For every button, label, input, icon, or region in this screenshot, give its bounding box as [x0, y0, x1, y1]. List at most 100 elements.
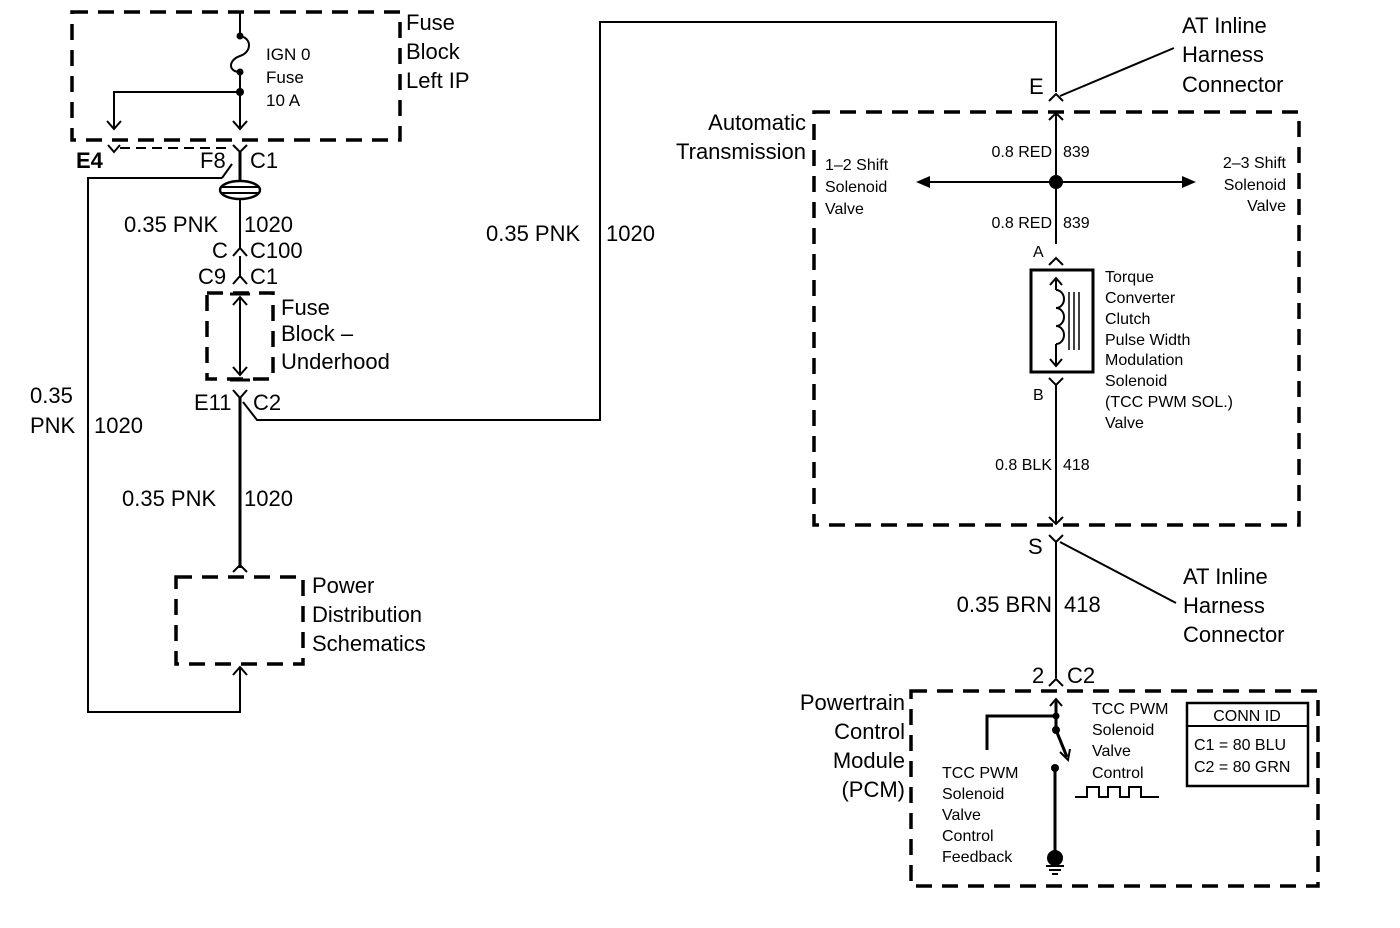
- ground-icon: [1046, 850, 1064, 875]
- connector-a-icon: [1048, 256, 1064, 266]
- wire-top-run-circuit: 1020: [606, 221, 655, 246]
- fuse-block-left-ip-label-2: Block: [406, 39, 461, 64]
- wire-mid-down-gauge: 0.35 PNK: [122, 486, 216, 511]
- pcm-control-label-4: Control: [1092, 765, 1144, 782]
- arrow-down-icon: [1048, 516, 1064, 526]
- ign0-fuse-label-1: IGN 0: [266, 45, 310, 64]
- tcc-solenoid-label-6: Solenoid: [1105, 373, 1167, 390]
- arrow-up-icon: [1049, 697, 1063, 707]
- at-inline-bottom-label-1: AT Inline: [1183, 564, 1268, 589]
- shift-solenoid-23-label-1: 2–3 Shift: [1223, 155, 1287, 172]
- splice-icon: [218, 179, 262, 201]
- at-inline-connector-bottom: S AT Inline Harness Connector 0.35 BRN 4…: [957, 534, 1285, 688]
- connector-c2-mid: E11 C2: [194, 21, 1057, 568]
- connector-s-label: S: [1028, 534, 1043, 559]
- conn-id-row-1: C1 = 80 BLU: [1194, 737, 1286, 754]
- arrow-up-icon: [232, 665, 248, 676]
- automatic-transmission: Automatic Transmission 0.8 RED 839 0.8 R…: [676, 110, 1301, 527]
- at-inline-top-label-1: AT Inline: [1182, 13, 1267, 38]
- conn-id-table: CONN ID C1 = 80 BLU C2 = 80 GRN: [1185, 701, 1310, 788]
- wire-mid-down-circuit: 1020: [244, 486, 293, 511]
- at-inline-connector-top: E AT Inline Harness Connector: [1029, 13, 1284, 102]
- pcm-feedback-label-5: Feedback: [942, 849, 1013, 866]
- connector-c2-pcm-icon: [1048, 677, 1064, 687]
- tcc-solenoid-label-3: Clutch: [1105, 311, 1150, 328]
- pcm-control-label-3: Valve: [1092, 743, 1131, 760]
- wire-brn-gauge: 0.35 BRN: [957, 592, 1052, 617]
- arrow-up-icon: [232, 563, 248, 573]
- wire-left-top-gauge: 0.35 PNK: [124, 212, 218, 237]
- fuse-block-left-ip-outline: [70, 10, 402, 142]
- arrow-right-icon: [1182, 176, 1196, 188]
- power-distribution-label-1: Power: [312, 573, 374, 598]
- wire-top-run-gauge: 0.35 PNK: [486, 221, 580, 246]
- conn-id-title: CONN ID: [1213, 708, 1281, 725]
- arrow-up-icon: [232, 295, 248, 306]
- at-inline-bottom-label-2: Harness: [1183, 593, 1265, 618]
- shift-solenoid-12-label-2: Solenoid: [825, 179, 887, 196]
- at-inline-top-label-2: Harness: [1182, 42, 1264, 67]
- pcm-feedback-label-4: Control: [942, 828, 994, 845]
- ign0-fuse-label-3: 10 A: [266, 91, 301, 110]
- connector-c100-label: C100: [250, 238, 303, 263]
- ign0-fuse: IGN 0 Fuse 10 A: [106, 12, 310, 131]
- pcm-feedback-label-2: Solenoid: [942, 786, 1004, 803]
- connector-f8-label: F8: [200, 148, 226, 173]
- pcm-label-2: Control: [834, 719, 905, 744]
- connector-e-icon: [1048, 92, 1064, 102]
- connector-a-label: A: [1033, 244, 1044, 261]
- connector-b-icon: [1048, 377, 1064, 387]
- pwm-waveform-icon: [1075, 786, 1159, 798]
- tcc-solenoid-label-8: Valve: [1105, 415, 1144, 432]
- power-distribution-outline: [174, 575, 305, 666]
- wire-left-long-gauge-2: PNK: [30, 413, 76, 438]
- connector-c1-top-label: C1: [250, 148, 278, 173]
- arrow-down-icon: [232, 366, 248, 377]
- fuse-block-underhood-label-3: Underhood: [281, 349, 390, 374]
- wire-blk-circuit: 418: [1063, 457, 1090, 474]
- connector-b-label: B: [1033, 387, 1044, 404]
- arrow-left-icon: [916, 176, 930, 188]
- pcm-label-3: Module: [833, 748, 905, 773]
- fuse-block-left-ip-label-1: Fuse: [406, 10, 455, 35]
- at-inline-bottom-label-3: Connector: [1183, 622, 1285, 647]
- connector-c1-mid-label: C1: [250, 264, 278, 289]
- pcm-feedback-label-1: TCC PWM: [942, 765, 1018, 782]
- connector-c2-mid-label: C2: [253, 390, 281, 415]
- connector-e-label: E: [1029, 74, 1044, 99]
- pcm-control-label-2: Solenoid: [1092, 722, 1154, 739]
- connector-c9-label: C9: [198, 264, 226, 289]
- fuse-block-underhood-label-2: Block –: [281, 321, 354, 346]
- shift-solenoid-23-label-2: Solenoid: [1224, 177, 1286, 194]
- shift-solenoid-12-label-3: Valve: [825, 201, 864, 218]
- coil-icon: [1055, 289, 1065, 345]
- wire-blk-gauge: 0.8 BLK: [995, 457, 1052, 474]
- fuse-block-underhood-label-1: Fuse: [281, 295, 330, 320]
- connector-pin2-label: 2: [1032, 663, 1044, 688]
- wire-left-long-circuit: 1020: [94, 413, 143, 438]
- automatic-transmission-label-2: Transmission: [676, 139, 806, 164]
- tcc-solenoid-label-7: (TCC PWM SOL.): [1105, 394, 1233, 411]
- wire-red-upper-gauge: 0.8 RED: [992, 144, 1052, 161]
- arrow-up-icon: [1048, 111, 1064, 121]
- tcc-solenoid-label-1: Torque: [1105, 269, 1154, 286]
- fuse-block-left-ip-label-3: Left IP: [406, 68, 470, 93]
- tcc-solenoid-label-5: Modulation: [1105, 352, 1183, 369]
- wire-red-lower-circuit: 839: [1063, 215, 1090, 232]
- wire-red-upper-circuit: 839: [1063, 144, 1090, 161]
- automatic-transmission-label-1: Automatic: [708, 110, 806, 135]
- pcm-outline: [909, 689, 1320, 888]
- fuse-icon: [230, 35, 250, 73]
- wire-brn-circuit: 418: [1064, 592, 1101, 617]
- fuse-block-left-ip: Fuse Block Left IP: [70, 10, 470, 142]
- conn-id-row-2: C2 = 80 GRN: [1194, 759, 1290, 776]
- wire-red-lower-gauge: 0.8 RED: [992, 215, 1052, 232]
- tcc-solenoid-label-2: Converter: [1105, 290, 1176, 307]
- shift-solenoid-12-label-1: 1–2 Shift: [825, 157, 889, 174]
- fuse-block-underhood: Fuse Block – Underhood: [205, 291, 390, 382]
- connector-f8-icon: [232, 144, 248, 154]
- wire-left-long-gauge-1: 0.35: [30, 383, 73, 408]
- pcm-label-4: (PCM): [841, 777, 905, 802]
- pcm: Powertrain Control Module (PCM) TCC PWM …: [800, 689, 1320, 888]
